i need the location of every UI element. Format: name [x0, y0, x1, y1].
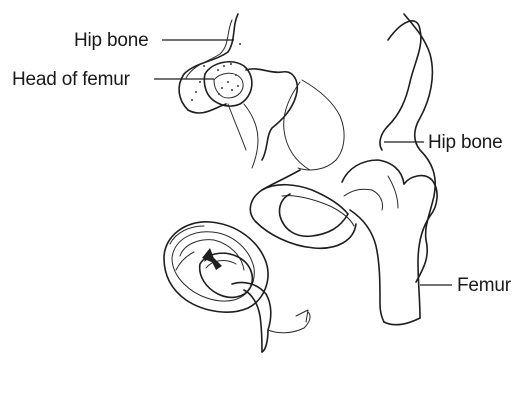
hip-bone-label-top: Hip bone: [74, 31, 148, 50]
hip-bone-label-right: Hip bone: [428, 133, 502, 152]
hip-joint-inset: [179, 14, 297, 168]
femur-outline: [342, 160, 437, 325]
femur-label: Femur: [457, 276, 511, 295]
head-of-femur-label: Head of femur: [12, 70, 130, 89]
pelvis-outline: [250, 14, 435, 282]
